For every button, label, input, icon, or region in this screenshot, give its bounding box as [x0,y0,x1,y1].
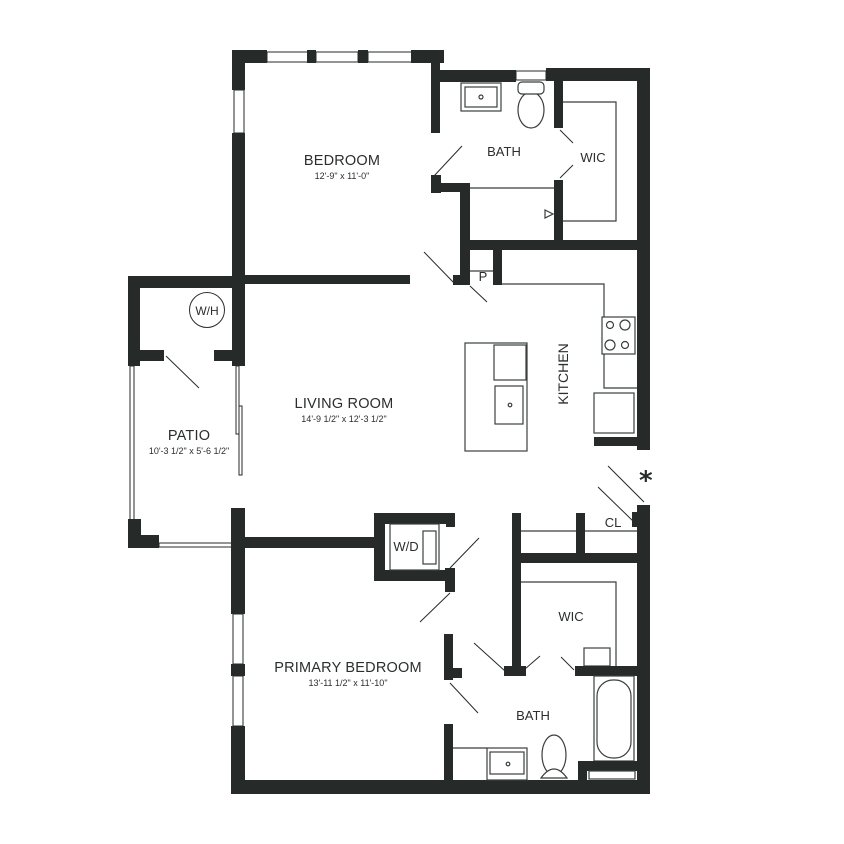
room-dimensions: 12'-9" x 11'-0" [314,171,370,181]
window [367,51,414,63]
room-label-wic-lower: WIC [558,609,584,624]
water-heater-icon: W/H [189,292,225,328]
window [233,89,245,134]
door-icon [433,145,463,177]
shower-head-icon [544,209,555,219]
entry-door-icon [607,465,645,503]
room-name: LIVING ROOM [294,396,394,412]
window [315,51,359,63]
room-name: PATIO [167,428,211,444]
window [266,51,315,63]
room-label-washer-dryer: W/D [393,539,419,554]
room-label-bath-upper: BATH [487,144,521,159]
room-label-patio: PATIO 10'-3 1/2" x 5'-6 1/2" [149,428,229,456]
room-label-kitchen: KITCHEN [555,343,571,405]
room-dimensions: 10'-3 1/2" x 5'-6 1/2" [148,446,230,456]
entry-marker-icon: * [639,466,653,496]
room-dimensions: 13'-11 1/2" x 11'-10" [308,678,388,688]
refrigerator-icon [593,392,635,434]
room-label-bath-lower: BATH [516,708,550,723]
room-label-pantry: P [478,269,488,284]
room-label-primary-bedroom: PRIMARY BEDROOM 13'-11 1/2" x 11'-10" [274,660,422,688]
window [515,70,547,81]
toilet-icon [517,91,545,129]
window [232,675,244,727]
window [232,613,244,665]
room-name: PRIMARY BEDROOM [274,660,422,676]
room-dimensions: 14'-9 1/2" x 12'-3 1/2" [301,414,387,424]
room-label-closet: CL [604,515,622,530]
sliding-door [235,365,240,435]
room-name: BEDROOM [303,153,381,169]
room-label-wic-upper: WIC [580,150,606,165]
room-label-bedroom: BEDROOM 12'-9" x 11'-0" [304,153,380,181]
patio-railing [129,365,135,522]
room-label-living-room: LIVING ROOM 14'-9 1/2" x 12'-3 1/2" [295,396,394,424]
